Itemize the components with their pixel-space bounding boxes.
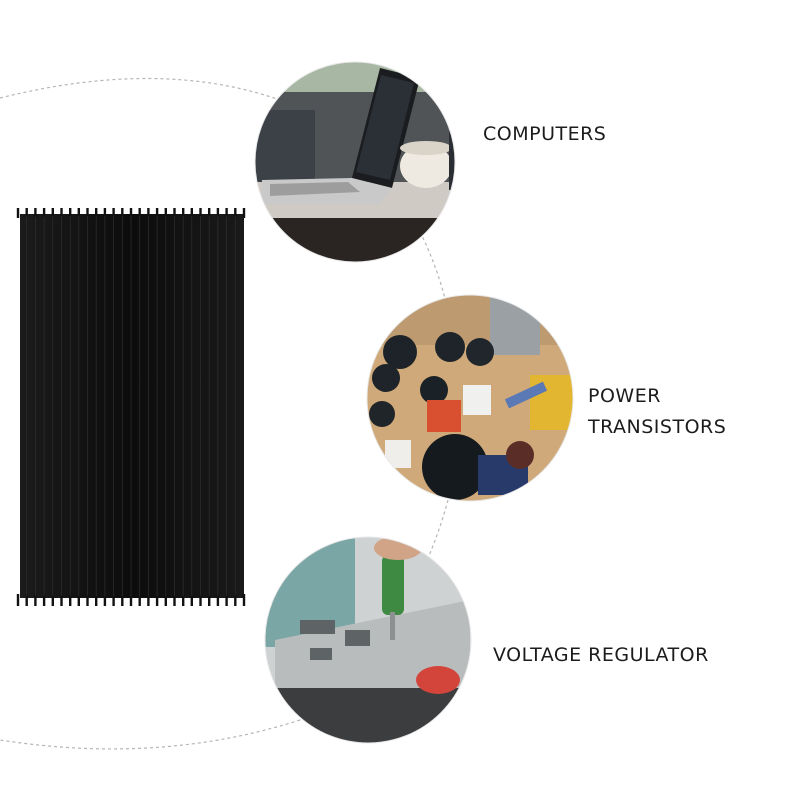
heatsink-fin-bottom xyxy=(225,594,228,606)
heatsink-fin-bottom xyxy=(69,594,72,606)
screwdriver-circle xyxy=(264,536,472,744)
heatsink-fin-bottom xyxy=(216,594,220,606)
heatsink-fin-top xyxy=(95,208,98,218)
laptop-photo xyxy=(255,62,455,262)
heatsink-fin-top xyxy=(190,208,193,218)
heatsink-fin-top xyxy=(164,208,167,218)
capacitor-icon xyxy=(383,335,417,369)
heatsink-fin-top xyxy=(16,208,20,218)
heatsink-fin-top xyxy=(173,208,176,218)
label-voltage-regulator: VOLTAGE REGULATOR xyxy=(493,640,709,671)
heatsink-fin-top xyxy=(182,208,185,218)
heatsink-fin-bottom xyxy=(164,594,167,606)
heatsink-fin-bottom xyxy=(77,594,80,606)
heatsink-fin-top xyxy=(225,208,228,218)
heatsink-fin-bottom xyxy=(208,594,211,606)
heatsink-fin-top xyxy=(138,208,141,218)
heatsink-fin-top xyxy=(121,208,124,218)
heatsink-fin-bottom xyxy=(86,594,89,606)
heatsink-fin-top xyxy=(34,208,37,218)
heatsink-fin-top xyxy=(234,208,237,218)
heatsink-fin-top xyxy=(199,208,202,218)
heatsink-fin-bottom xyxy=(51,594,54,606)
heatsink-fin-top xyxy=(60,208,63,218)
heatsink-image xyxy=(16,208,246,606)
heatsink-fin-bottom xyxy=(95,594,98,606)
heatsink-fins xyxy=(16,208,246,606)
heatsink-fin-bottom xyxy=(103,594,107,606)
heatsink-fin-top xyxy=(112,208,115,218)
heatsink-fin-bottom xyxy=(16,594,20,606)
heatsink-fin-bottom xyxy=(25,594,28,606)
heatsink-fin-bottom xyxy=(155,594,159,606)
heatsink-fin-grooves xyxy=(26,216,236,596)
heatsink-fin-top xyxy=(147,208,150,218)
heatsink-fin-top xyxy=(69,208,72,218)
heatsink-fin-top xyxy=(129,208,133,218)
heatsink-fin-bottom xyxy=(42,594,46,606)
heatsink-fin-top xyxy=(51,208,54,218)
heatsink-fin-bottom xyxy=(129,594,133,606)
heatsink-fin-bottom xyxy=(173,594,176,606)
heatsink-fin-bottom xyxy=(34,594,37,606)
heatsink-fin-top xyxy=(42,208,46,218)
heatsink-fin-top xyxy=(77,208,80,218)
heatsink-fin-bottom xyxy=(138,594,141,606)
heatsink-fin-bottom xyxy=(60,594,63,606)
heatsink-fin-bottom xyxy=(182,594,185,606)
heatsink-fin-top xyxy=(25,208,28,218)
heatsink-fin-bottom xyxy=(112,594,115,606)
screwdriver-icon xyxy=(382,555,404,615)
heatsink-fin-bottom xyxy=(242,594,246,606)
label-computers: COMPUTERS xyxy=(483,119,606,150)
heatsink-fin-bottom xyxy=(199,594,202,606)
heatsink-fin-bottom xyxy=(147,594,150,606)
heatsink-fin-bottom xyxy=(190,594,193,606)
heatsink-fin-top xyxy=(155,208,159,218)
label-computers-text: COMPUTERS xyxy=(483,123,607,145)
heatsink-fin-top xyxy=(86,208,89,218)
heatsink-fin-bottom xyxy=(234,594,237,606)
heatsink-fin-top xyxy=(103,208,107,218)
heatsink-fin-bottom xyxy=(121,594,124,606)
heatsink-fin-top xyxy=(242,208,246,218)
label-power-line2: TRANSISTORS xyxy=(588,416,727,438)
heatsink-fin-top xyxy=(216,208,220,218)
label-voltage-text: VOLTAGE REGULATOR xyxy=(493,644,709,666)
label-power-transistors: POWER TRANSISTORS xyxy=(588,381,726,443)
laptop-circle xyxy=(254,61,456,263)
label-power-line1: POWER xyxy=(588,385,661,407)
heatsink-fin-top xyxy=(208,208,211,218)
screwdriver-photo xyxy=(265,537,471,743)
circuit-circle xyxy=(366,294,574,502)
